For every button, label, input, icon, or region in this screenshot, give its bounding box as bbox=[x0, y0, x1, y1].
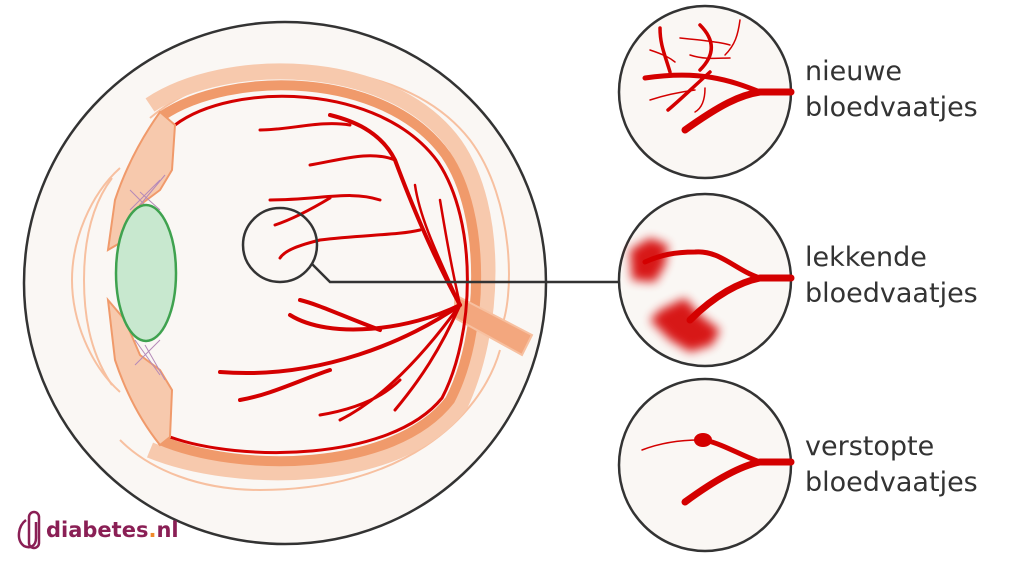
logo-name: diabetes bbox=[46, 518, 149, 542]
lens bbox=[114, 203, 178, 343]
ciliary-body-bottom bbox=[106, 296, 174, 447]
label-line: nieuwe bbox=[805, 56, 903, 87]
magnifier-circle bbox=[241, 206, 319, 284]
label-line: lekkende bbox=[805, 242, 927, 273]
retina bbox=[169, 94, 469, 455]
label-line: bloedvaatjes bbox=[805, 92, 978, 123]
leader-line bbox=[311, 263, 618, 284]
label-line: bloedvaatjes bbox=[805, 278, 978, 309]
label-new-vessels: nieuwe bloedvaatjes bbox=[805, 54, 978, 126]
blood-clot bbox=[694, 433, 712, 447]
detail-new-vessels bbox=[617, 4, 795, 180]
label-leaking-vessels: lekkende bloedvaatjes bbox=[805, 240, 978, 312]
detail-leaking-vessels bbox=[617, 192, 795, 368]
sclera-inner-line bbox=[82, 177, 113, 386]
zonule-fibers bbox=[129, 174, 166, 381]
sclera bbox=[145, 63, 496, 481]
logo-dot: . bbox=[148, 518, 157, 542]
label-line: bloedvaatjes bbox=[805, 467, 978, 498]
choroid bbox=[158, 80, 482, 467]
diabetes-logo-icon bbox=[17, 510, 41, 550]
logo-tld: nl bbox=[156, 518, 179, 542]
ciliary-body-top bbox=[106, 110, 177, 252]
diabetes-logo: diabetes.nl bbox=[46, 518, 179, 542]
label-blocked-vessels: verstopte bloedvaatjes bbox=[805, 429, 978, 501]
label-line: verstopte bbox=[805, 431, 935, 462]
detail-blocked-vessels bbox=[617, 377, 795, 553]
